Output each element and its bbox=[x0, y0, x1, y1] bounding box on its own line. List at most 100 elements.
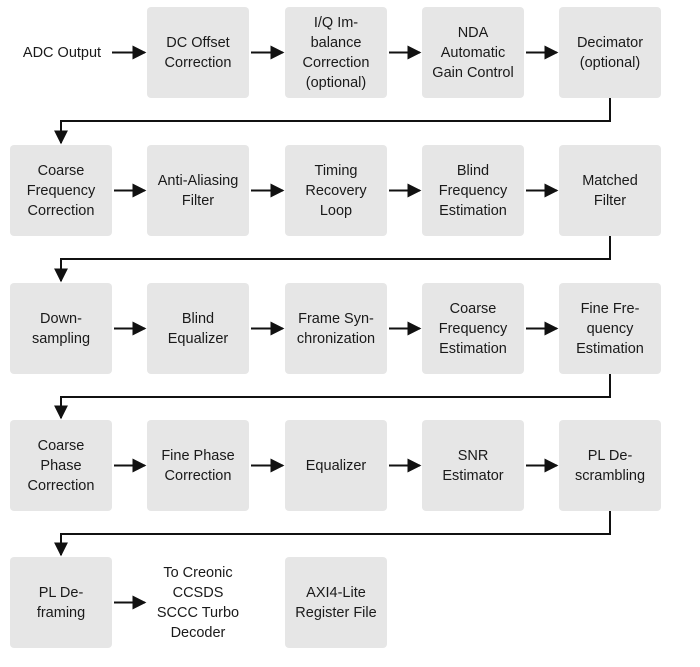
block-label-line: NDA bbox=[457, 24, 489, 41]
block-label-line: Automatic bbox=[440, 44, 506, 61]
block-label-line: AXI4-Lite bbox=[306, 584, 366, 601]
arrow-wrap-2 bbox=[54, 374, 611, 420]
block-label-line: Equalizer bbox=[305, 457, 367, 474]
arrow-wrap-1 bbox=[54, 236, 611, 283]
block-text: SNR Estimator bbox=[442, 446, 503, 486]
block-label-line: Recovery bbox=[305, 182, 367, 199]
block-down-sampling: Down-sampling bbox=[10, 283, 112, 374]
block-label-line: Decimator bbox=[576, 34, 644, 51]
block-pl-de-framing: PL De-framing bbox=[10, 557, 112, 648]
block-text: PL De-framing bbox=[37, 583, 85, 623]
block-label-line: CCSDS bbox=[172, 584, 224, 601]
arrow-wrap-3 bbox=[54, 511, 611, 557]
block-frame-syn-chronization: Frame Syn-chronization bbox=[285, 283, 387, 374]
block-label-line: framing bbox=[36, 604, 86, 621]
block-label-line: Coarse bbox=[449, 300, 497, 317]
block-label-line: Estimation bbox=[576, 340, 644, 357]
block-label-line: PL De- bbox=[587, 447, 633, 464]
block-label-line: (optional) bbox=[579, 54, 641, 71]
block-label-line: SCCC Turbo bbox=[156, 604, 240, 621]
block-label-line: Register File bbox=[295, 604, 377, 621]
block-text: Down-sampling bbox=[32, 309, 90, 349]
block-label-line: Fine Fre- bbox=[580, 300, 640, 317]
block-label-line: Correction bbox=[164, 54, 232, 71]
block-label-line: sampling bbox=[31, 330, 91, 347]
block-label-line: Correction bbox=[27, 477, 95, 494]
block-label-line: Frame Syn- bbox=[298, 310, 374, 327]
arrow-wrap-0 bbox=[54, 98, 611, 145]
block-label-line: Frequency bbox=[26, 182, 96, 199]
block-label-line: Estimator bbox=[442, 467, 504, 484]
block-label-line: Timing bbox=[314, 162, 358, 179]
block-label-line: balance bbox=[310, 34, 362, 51]
block-label-line: Coarse bbox=[37, 437, 85, 454]
block-label-line: Down- bbox=[40, 310, 82, 327]
block-label-line: Blind bbox=[456, 162, 490, 179]
block-label-line: Phase bbox=[40, 457, 82, 474]
block-snr-estimator: SNR Estimator bbox=[422, 420, 524, 511]
block-text: Decimator (optional) bbox=[577, 33, 643, 73]
block-label-line: Estimation bbox=[439, 202, 507, 219]
block-label-line: Gain Control bbox=[432, 64, 514, 81]
block-label-line: SNR bbox=[457, 447, 489, 464]
input-label: ADC Output bbox=[22, 44, 102, 61]
block-label-line: DC Offset bbox=[166, 34, 230, 51]
block-label-line: chronization bbox=[296, 330, 376, 347]
block-text: Frame Syn-chronization bbox=[297, 309, 375, 349]
block-label-line: Estimation bbox=[439, 340, 507, 357]
block-equalizer: Equalizer bbox=[285, 420, 387, 511]
block-label-line: Fine Phase bbox=[161, 447, 235, 464]
block-decimator-optional: Decimator (optional) bbox=[559, 7, 661, 98]
block-label-line: Correction bbox=[302, 54, 370, 71]
block-label-line: Decoder bbox=[170, 624, 226, 641]
block-label-line: Equalizer bbox=[167, 330, 229, 347]
block-label-line: I/Q Im- bbox=[313, 14, 359, 31]
block-label-line: PL De- bbox=[38, 584, 84, 601]
block-label-line: To Creonic bbox=[163, 564, 233, 581]
block-label-line: quency bbox=[586, 320, 634, 337]
block-label-line: Filter bbox=[593, 192, 627, 209]
block-label-line: Correction bbox=[164, 467, 232, 484]
block-label-line: Frequency bbox=[438, 182, 508, 199]
block-label-line: (optional) bbox=[305, 74, 367, 91]
block-label-line: Filter bbox=[181, 192, 215, 209]
block-label-line: Coarse bbox=[37, 162, 85, 179]
block-text: Equalizer bbox=[306, 456, 366, 476]
block-label-line: Loop bbox=[319, 202, 353, 219]
block-label-line: Frequency bbox=[438, 320, 508, 337]
block-label-line: Anti-Aliasing bbox=[157, 172, 239, 189]
block-label-line: scrambling bbox=[574, 467, 646, 484]
block-label-line: Correction bbox=[27, 202, 95, 219]
